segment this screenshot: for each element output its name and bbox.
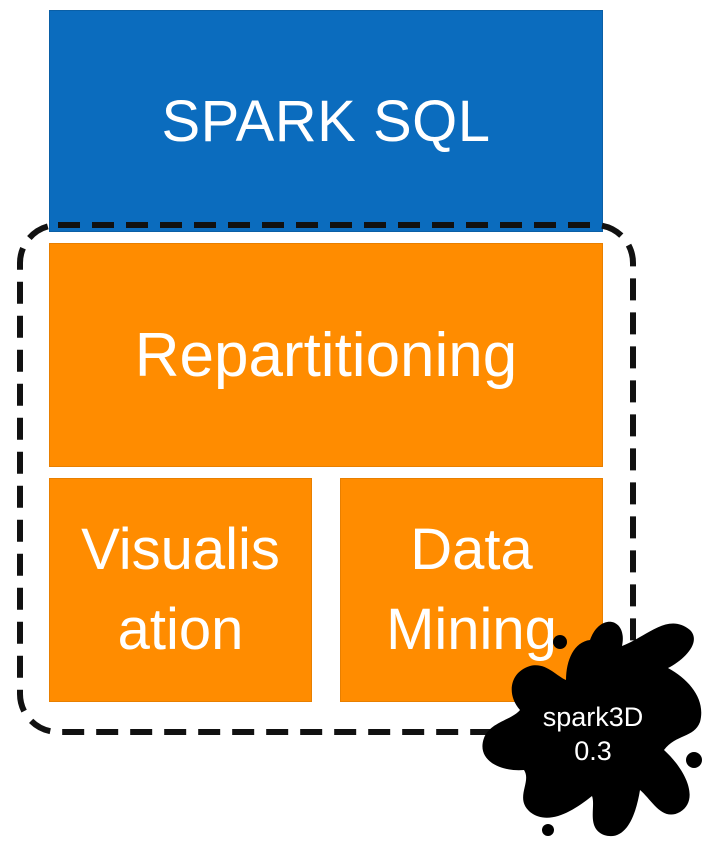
repartitioning-label: Repartitioning [134,320,518,390]
visualisation-layer: Visualis ation [49,478,312,702]
data-mining-layer: Data Mining [340,478,603,702]
spark3d-badge-label: spark3D 0.3 [518,700,668,768]
visualisation-label-line2: ation [117,597,244,662]
repartitioning-layer: Repartitioning [49,243,603,467]
data-mining-label-line1: Data [410,517,533,582]
spark-sql-label: SPARK SQL [161,88,491,154]
visualisation-label-line1: Visualis [81,517,280,582]
badge-version: 0.3 [574,736,612,766]
data-mining-label-line2: Mining [386,597,557,662]
badge-name: spark3D [542,702,644,732]
spark-sql-layer: SPARK SQL [49,10,603,232]
